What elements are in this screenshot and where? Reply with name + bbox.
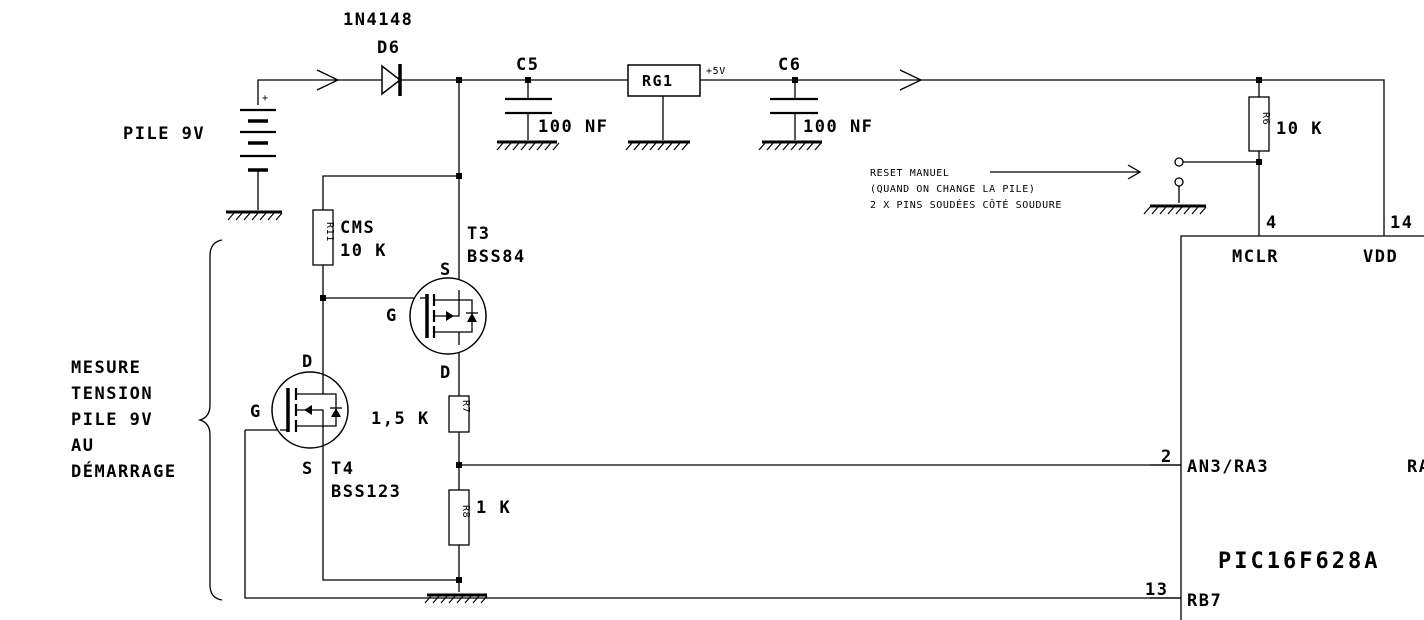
measure-note-line-3: AU bbox=[71, 436, 94, 456]
reset-note-line1: RESET MANUEL bbox=[870, 168, 949, 179]
capacitor-c5: C5 100 NF bbox=[505, 55, 608, 137]
rg1-output-label: +5V bbox=[706, 66, 726, 77]
pin-mclr-number: 4 bbox=[1266, 213, 1278, 233]
pin-an3-number: 2 bbox=[1161, 447, 1173, 467]
r11-value-label: 10 K bbox=[340, 241, 387, 261]
wires bbox=[244, 79, 1385, 599]
ground-rg1 bbox=[625, 140, 690, 151]
t3-ref-label: T3 bbox=[467, 224, 490, 244]
capacitor-c6: C6 100 NF bbox=[770, 55, 873, 137]
ground-reset bbox=[1143, 204, 1207, 215]
pin-rb7-number: 13 bbox=[1145, 580, 1168, 600]
mcu-name-label: PIC16F628A bbox=[1218, 549, 1380, 574]
t3-part-label: BSS84 bbox=[467, 247, 526, 267]
measure-note-line-2: PILE 9V bbox=[71, 410, 153, 430]
t3-drain-label: D bbox=[440, 363, 452, 383]
ground-c6 bbox=[758, 140, 822, 151]
r6-value-label: 10 K bbox=[1276, 119, 1323, 139]
microcontroller-pic16f628a: 4 MCLR 14 VDD 2 AN3/RA3 13 RB7 RA PIC16F… bbox=[1145, 213, 1424, 620]
t4-drain-label: D bbox=[302, 352, 314, 372]
resistor-r8: R8 1 K bbox=[448, 489, 511, 546]
r8-ref-label: R8 bbox=[460, 505, 471, 518]
battery-pile-9v: + PILE 9V bbox=[123, 93, 276, 172]
r11-ref-label: R11 bbox=[324, 222, 335, 242]
measure-note-line-1: TENSION bbox=[71, 384, 153, 404]
t4-ref-label: T4 bbox=[331, 459, 354, 479]
battery-plus-label: + bbox=[262, 93, 269, 104]
measure-note-line-0: MESURE bbox=[71, 358, 141, 378]
junction-dots bbox=[320, 77, 1262, 583]
t3-source-label: S bbox=[440, 260, 452, 280]
c5-ref-label: C5 bbox=[516, 55, 539, 75]
diode-ref-label: D6 bbox=[377, 38, 400, 58]
t4-gate-label: G bbox=[250, 402, 262, 422]
transistor-t3: G S D T3 BSS84 bbox=[386, 224, 526, 383]
ground-symbols bbox=[226, 140, 1207, 604]
measure-note-line-4: DÉMARRAGE bbox=[71, 460, 177, 482]
ground-measure bbox=[424, 593, 488, 604]
rg1-ref-label: RG1 bbox=[642, 72, 674, 90]
r6-ref-label: R6 bbox=[1260, 112, 1271, 125]
c6-value-label: 100 NF bbox=[803, 117, 873, 137]
c5-value-label: 100 NF bbox=[538, 117, 608, 137]
t3-gate-label: G bbox=[386, 306, 398, 326]
r11-note-label: CMS bbox=[340, 218, 375, 238]
r8-value-label: 1 K bbox=[476, 498, 511, 518]
pin-vdd-name: VDD bbox=[1363, 247, 1398, 267]
resistor-r6: R6 10 K bbox=[1248, 96, 1323, 152]
diode-d6: 1N4148 D6 bbox=[343, 10, 413, 96]
reset-note-line3: 2 X PINS SOUDÉES CÔTÉ SOUDURE bbox=[870, 198, 1062, 211]
pin-ra-partial-label: RA bbox=[1407, 457, 1424, 477]
pin-vdd-number: 14 bbox=[1390, 213, 1413, 233]
ground-battery bbox=[226, 210, 283, 221]
reset-switch: RESET MANUEL (QUAND ON CHANGE LA PILE) 2… bbox=[870, 157, 1184, 211]
r7-value-label: 1,5 K bbox=[371, 409, 430, 429]
battery-label: PILE 9V bbox=[123, 124, 205, 144]
measure-note: MESURE TENSION PILE 9V AU DÉMARRAGE bbox=[71, 358, 177, 482]
measure-brace bbox=[197, 239, 223, 601]
reset-note-line2: (QUAND ON CHANGE LA PILE) bbox=[870, 184, 1036, 195]
pin-rb7-name: RB7 bbox=[1187, 591, 1222, 611]
regulator-rg1: RG1 +5V bbox=[627, 64, 726, 97]
transistor-t4: G D S T4 BSS123 bbox=[250, 352, 401, 502]
resistor-r11: R11 CMS 10 K bbox=[312, 209, 387, 266]
c6-ref-label: C6 bbox=[778, 55, 801, 75]
pin-an3-name: AN3/RA3 bbox=[1187, 457, 1269, 477]
ground-c5 bbox=[496, 140, 560, 151]
resistor-r7: R7 1,5 K bbox=[371, 395, 471, 433]
r7-ref-label: R7 bbox=[460, 400, 471, 413]
signal-arrows bbox=[316, 69, 923, 91]
diode-part-label: 1N4148 bbox=[343, 10, 413, 30]
t4-source-label: S bbox=[302, 459, 314, 479]
t4-part-label: BSS123 bbox=[331, 482, 401, 502]
pin-mclr-name: MCLR bbox=[1232, 247, 1279, 267]
